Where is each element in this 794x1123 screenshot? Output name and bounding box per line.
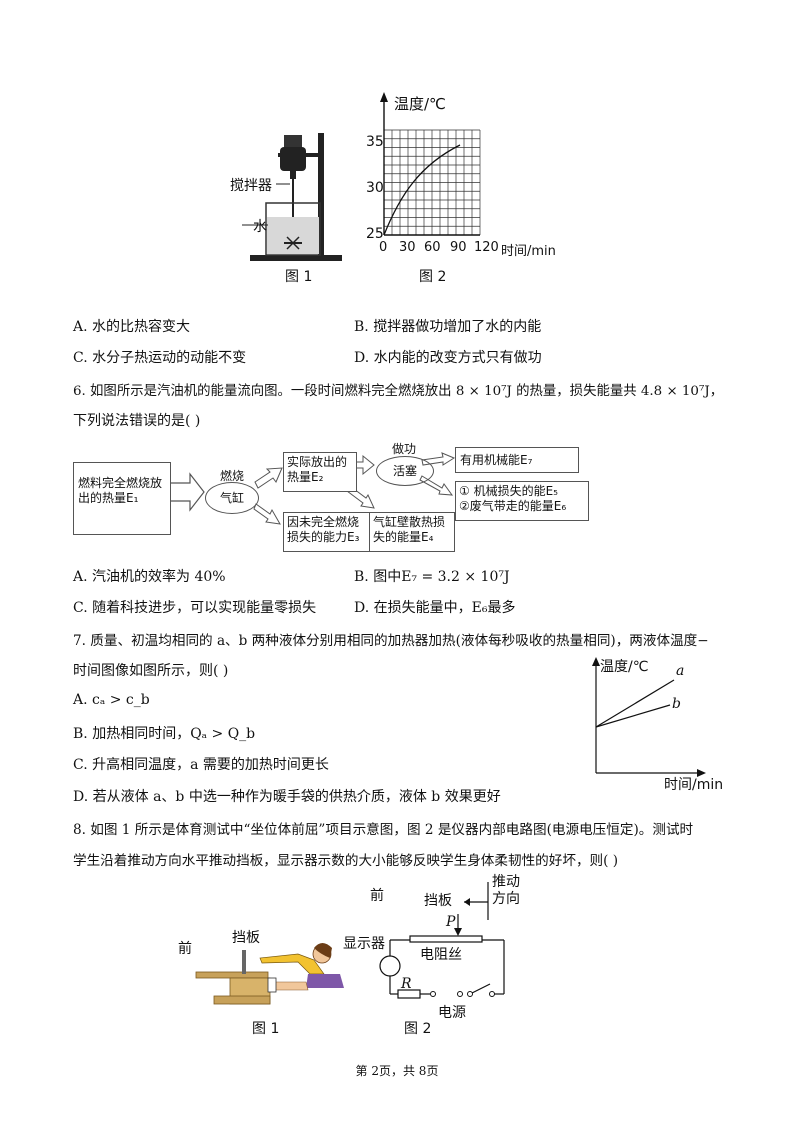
- q7-temperature-time-graph: [592, 657, 706, 777]
- q6-stem-line1: 6. 如图所示是汽油机的能量流向图。一段时间燃料完全燃烧放出 8 × 10⁷J …: [73, 384, 724, 399]
- q6-label-burn: 燃烧: [220, 469, 245, 483]
- q5-fig2-xlabel: 时间/min: [501, 244, 556, 259]
- q7-stem-line2: 时间图像如图所示，则( ): [73, 663, 229, 679]
- q6-loss-mechanical: ① 机械损失的能E₅: [459, 484, 558, 498]
- q5-fig1-apparatus: [242, 133, 342, 261]
- q5-fig2-xtick-90: 90: [450, 240, 467, 255]
- q5-fig2-xtick-0: 0: [379, 240, 388, 255]
- q6-option-c: C. 随着科技进步，可以实现能量零损失: [73, 600, 317, 616]
- q5-fig2-temperature-chart: [380, 92, 481, 236]
- q8-fig1-sit-and-reach: [195, 943, 344, 1005]
- q8-fig2-wire-label: 电阻丝: [420, 947, 462, 963]
- q6-box-fuel-heat: 燃料完全燃烧放出的热量E₁: [73, 462, 171, 535]
- q6-label-work: 做功: [392, 442, 417, 456]
- q6-option-d: D. 在损失能量中，E₆最多: [354, 600, 516, 616]
- page-footer: 第 2页，共 8页: [355, 1064, 439, 1078]
- q5-fig2-ytick-35: 35: [366, 134, 384, 150]
- q6-box-useful-energy: 有用机械能E₇: [455, 447, 579, 473]
- q8-fig2-push-label-2: 方向: [492, 891, 520, 907]
- q5-fig2-ytick-30: 30: [366, 180, 384, 196]
- q5-option-b: B. 搅拌器做功增加了水的内能: [354, 319, 542, 335]
- q5-fig2-ytick-25: 25: [366, 226, 384, 242]
- q7-graph-line-b-label: b: [672, 696, 681, 712]
- q6-box-incomplete-combustion: 因未完全燃烧损失的能力E₃: [283, 512, 371, 552]
- q7-stem-line1: 7. 质量、初温均相同的 a、b 两种液体分别用相同的加热器加热(液体每秒吸收的…: [73, 633, 709, 649]
- q5-fig2-xtick-30: 30: [399, 240, 416, 255]
- q8-fig1-caption: 图 1: [252, 1021, 280, 1037]
- q6-ellipse-piston: 活塞: [376, 456, 434, 486]
- q8-fig2-push-label-1: 推动: [492, 874, 520, 890]
- q8-fig1-front-label: 前: [178, 941, 192, 957]
- q5-fig1-caption: 图 1: [285, 269, 313, 285]
- q6-box-wall-heat: 气缸壁散热损失的能量E₄: [369, 512, 455, 552]
- q5-fig2-ylabel: 温度/℃: [394, 95, 446, 113]
- q7-graph-xlabel: 时间/min: [664, 777, 724, 793]
- q8-fig2-board-label: 挡板: [424, 893, 452, 909]
- q7-option-b: B. 加热相同时间，Qₐ > Q_b: [73, 726, 256, 742]
- q8-fig2-circuit: [379, 882, 505, 999]
- q6-option-a: A. 汽油机的效率为 40%: [73, 569, 226, 585]
- q7-option-c: C. 升高相同温度，a 需要的加热时间更长: [73, 757, 329, 773]
- q5-option-d: D. 水内能的改变方式只有做功: [354, 350, 542, 366]
- q8-fig1-board-label: 挡板: [232, 930, 260, 946]
- q8-fig2-resistor-r: R: [401, 976, 412, 992]
- q5-fig1-water-label: 水: [253, 219, 267, 235]
- q5-fig2-xtick-60: 60: [424, 240, 441, 255]
- q8-stem-line1: 8. 如图 1 所示是体育测试中“坐位体前屈”项目示意图，图 2 是仪器内部电路…: [73, 822, 694, 838]
- q7-graph-line-a-label: a: [676, 663, 685, 679]
- q8-fig2-display-label: 显示器: [343, 936, 385, 952]
- q6-option-b: B. 图中E₇ = 3.2 × 10⁷J: [354, 569, 510, 585]
- q6-box-actual-heat: 实际放出的热量E₂: [283, 452, 357, 492]
- q5-option-c: C. 水分子热运动的动能不变: [73, 350, 247, 366]
- q6-loss-exhaust: ②废气带走的能量E₆: [459, 499, 567, 513]
- q8-fig2-front-label: 前: [370, 888, 384, 904]
- q5-fig1-stirrer-label: 搅拌器: [230, 178, 272, 194]
- q7-option-a: A. cₐ > c_b: [73, 692, 150, 708]
- q5-option-a: A. 水的比热容变大: [73, 319, 191, 335]
- q8-fig2-caption: 图 2: [404, 1021, 432, 1037]
- q7-graph-ylabel: 温度/℃: [600, 659, 649, 675]
- q6-ellipse-cylinder: 气缸: [205, 482, 259, 514]
- q6-box-losses: ① 机械损失的能E₅ ②废气带走的能量E₆: [455, 481, 589, 521]
- q8-stem-line2: 学生沿着推动方向水平推动挡板，显示器示数的大小能够反映学生身体柔韧性的好坏，则(…: [73, 853, 619, 869]
- q6-stem-line2: 下列说法错误的是( ): [73, 413, 201, 429]
- q5-fig2-xtick-120: 120: [474, 240, 499, 255]
- q8-fig2-power-label: 电源: [438, 1005, 466, 1021]
- q8-fig2-slider-p: P: [446, 914, 456, 930]
- q5-fig2-caption: 图 2: [419, 269, 447, 285]
- q7-option-d: D. 若从液体 a、b 中选一种作为暖手袋的供热介质，液体 b 效果更好: [73, 789, 501, 805]
